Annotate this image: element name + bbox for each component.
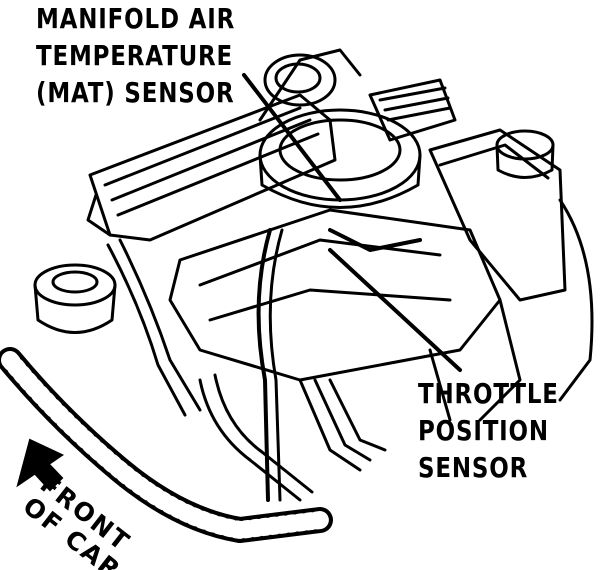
tps-label-line-3: SENSOR — [418, 451, 529, 484]
mat-sensor-label: MANIFOLD AIR TEMPERATURE (MAT) SENSOR — [36, 0, 235, 111]
throttle-body-housing — [258, 108, 422, 202]
tps-label-line-2: POSITION — [418, 414, 549, 447]
mat-leader-line — [242, 73, 342, 202]
arrow-up-left-icon — [16, 438, 65, 492]
mat-label-line-3: (MAT) SENSOR — [36, 76, 235, 109]
mat-label-line-1: MANIFOLD AIR — [36, 2, 236, 35]
throttle-position-sensor-label: THROTTLE POSITION SENSOR — [418, 375, 559, 486]
mat-label-line-2: TEMPERATURE — [36, 39, 234, 72]
tps-label-line-1: THROTTLE — [418, 377, 559, 410]
tps-leader-line — [328, 248, 462, 372]
right-valve-cover — [428, 128, 567, 302]
intake-manifold — [168, 208, 502, 382]
